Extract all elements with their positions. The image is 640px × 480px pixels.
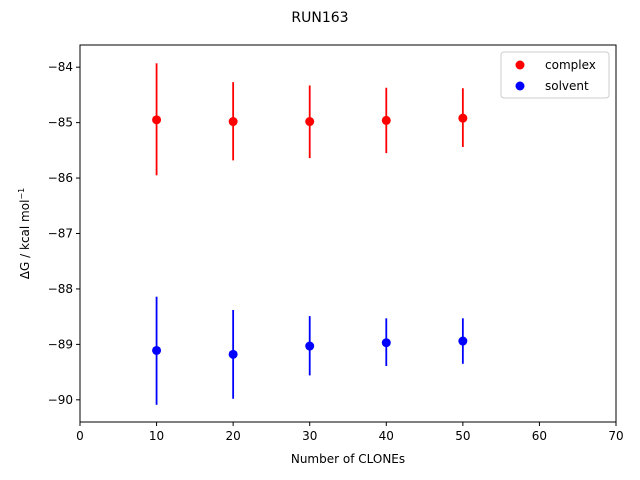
point-solvent <box>228 349 238 359</box>
x-tick-label: 30 <box>302 429 317 443</box>
x-tick-label: 50 <box>455 429 470 443</box>
y-tick-label: −85 <box>48 116 73 130</box>
y-axis-label-main: ΔG / kcal mol <box>18 200 32 280</box>
y-axis-label-group: ΔG / kcal mol−1 <box>17 188 32 279</box>
x-tick-label: 60 <box>532 429 547 443</box>
y-axis-label: ΔG / kcal mol−1 <box>17 188 32 279</box>
point-solvent <box>305 341 315 351</box>
y-tick-label: −90 <box>48 393 73 407</box>
x-tick-label: 10 <box>149 429 164 443</box>
y-tick-label: −88 <box>48 282 73 296</box>
y-tick-label: −89 <box>48 337 73 351</box>
point-complex <box>381 115 391 125</box>
point-complex <box>228 117 238 127</box>
point-solvent <box>458 336 468 346</box>
x-axis-label: Number of CLONEs <box>291 452 405 466</box>
axes-frame <box>79 44 617 423</box>
legend-label-complex: complex <box>545 58 596 72</box>
legend-label-solvent: solvent <box>545 79 589 93</box>
y-axis-label-superscript: −1 <box>17 188 26 200</box>
x-tick-label: 20 <box>226 429 241 443</box>
y-tick-label: −87 <box>48 227 73 241</box>
chart-title: RUN163 <box>291 10 348 26</box>
y-tick-label: −84 <box>48 60 73 74</box>
point-complex <box>152 115 162 125</box>
x-tick-label: 0 <box>76 429 84 443</box>
legend-box <box>500 51 610 99</box>
point-complex <box>458 113 468 123</box>
y-tick-label: −86 <box>48 171 73 185</box>
plot-area: 0 10 20 30 40 50 60 70 −84 −85 −86 −87 −88 −89 −90 <box>48 60 624 443</box>
x-tick-label: 70 <box>608 429 623 443</box>
point-solvent <box>152 345 162 355</box>
legend-marker-complex <box>515 60 525 70</box>
point-complex <box>305 117 315 127</box>
x-tick-label: 40 <box>379 429 394 443</box>
legend: complex solvent <box>500 51 610 99</box>
point-solvent <box>381 338 391 348</box>
legend-marker-solvent <box>515 81 525 91</box>
